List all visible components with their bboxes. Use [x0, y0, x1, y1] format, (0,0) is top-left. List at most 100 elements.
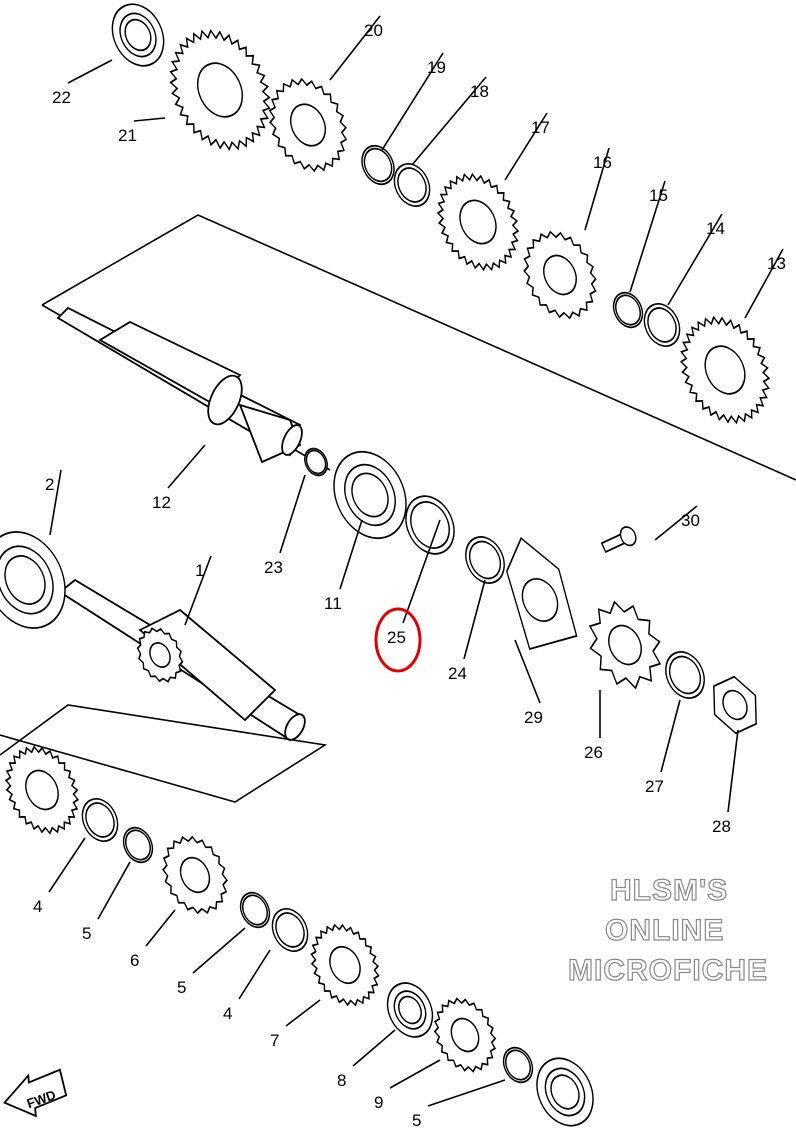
clip-part [122, 826, 154, 864]
leader-line [167, 444, 206, 489]
leader-line [184, 555, 212, 626]
bearing-part [536, 1057, 594, 1127]
leader-line [389, 1059, 441, 1089]
drive-axle-shaft [58, 578, 306, 742]
leader-line [427, 1079, 506, 1107]
clip-part [612, 291, 644, 329]
gear-part [136, 627, 184, 683]
gear-part [169, 28, 271, 152]
part-callout[interactable]: 5 [412, 1111, 421, 1128]
part-callout[interactable]: 6 [130, 951, 139, 970]
ring-part [465, 536, 505, 584]
gear-part [523, 230, 597, 320]
part-callout[interactable]: 4 [223, 1004, 232, 1023]
leader-line [48, 837, 86, 893]
leader-line [352, 1029, 396, 1067]
watermark-line-3: MICROFICHE [568, 954, 768, 987]
part-callout[interactable]: 21 [118, 126, 137, 145]
part-callout[interactable]: 5 [82, 924, 91, 943]
part-callout[interactable]: 8 [337, 1071, 346, 1090]
fwd-arrow: FWD [3, 1068, 68, 1118]
bearing-part [386, 982, 434, 1038]
bearing-part [0, 531, 66, 629]
leader-line [145, 909, 176, 947]
leader-line [654, 505, 698, 541]
leader-line [584, 147, 610, 231]
leader-line [285, 999, 321, 1027]
bracket-part [506, 536, 578, 650]
gear-part [436, 172, 520, 272]
leader-line [133, 117, 166, 122]
part-callout[interactable]: 5 [177, 978, 186, 997]
part-callout[interactable]: 1 [195, 561, 204, 580]
watermark-line-1: HLSM'S [610, 874, 728, 907]
part-callout[interactable]: 23 [264, 558, 283, 577]
oring-part [304, 447, 328, 477]
part-callout[interactable]: 27 [645, 777, 664, 796]
bolt-part [600, 526, 637, 554]
part-callout[interactable]: 22 [52, 88, 71, 107]
nut-part [713, 675, 757, 735]
gear-part [162, 835, 228, 915]
leader-line [667, 213, 723, 306]
main-axle-shaft [56, 306, 303, 464]
leader-line [660, 699, 681, 773]
leader-line [329, 15, 381, 81]
main-axle-frame [41, 214, 796, 481]
leader-line [192, 927, 246, 974]
ring-part [393, 163, 431, 207]
part-callout[interactable]: 18 [470, 82, 489, 101]
watermark-line-2: ONLINE [605, 914, 724, 947]
part-callout[interactable]: 9 [374, 1093, 383, 1112]
part-callout[interactable]: 16 [593, 153, 612, 172]
clip-part [239, 891, 271, 929]
part-callout[interactable]: 11 [324, 594, 342, 613]
part-callout[interactable]: 7 [270, 1031, 279, 1050]
leader-line [629, 180, 666, 293]
ring-part [271, 908, 309, 952]
bearing-part [333, 450, 407, 540]
leader-line [504, 112, 548, 181]
highlight-circle [374, 607, 422, 673]
leader-line [49, 469, 62, 536]
part-callout[interactable]: 19 [427, 58, 446, 77]
part-callout[interactable]: 12 [152, 493, 171, 512]
leader-line [279, 474, 306, 554]
part-callout[interactable]: 24 [448, 664, 467, 683]
part-callout[interactable]: 20 [364, 21, 383, 40]
ring-part [643, 303, 681, 347]
gear-part [679, 315, 771, 425]
part-callout[interactable]: 28 [712, 817, 731, 836]
sprocket-part [588, 600, 662, 690]
bearing-part [111, 3, 165, 67]
leader-line [744, 248, 784, 319]
clip-part [502, 1046, 534, 1084]
leader-line [402, 519, 441, 624]
leader-line [727, 729, 739, 813]
leader-line [97, 861, 131, 920]
leader-line [381, 52, 444, 151]
part-callout[interactable]: 13 [767, 254, 786, 273]
gear-part [310, 923, 380, 1007]
ring-part [81, 798, 119, 842]
gear-part [268, 77, 348, 173]
part-callout[interactable]: 2 [45, 475, 54, 494]
drive-axle-frame [0, 704, 328, 803]
leader-line [463, 579, 486, 660]
gear-part [4, 745, 80, 835]
part-callout[interactable]: 26 [584, 743, 603, 762]
part-callout[interactable]: 29 [524, 708, 543, 727]
part-callout[interactable]: 15 [649, 186, 668, 205]
leader-line [339, 519, 363, 590]
leader-line [411, 76, 487, 166]
clip-part [361, 144, 395, 186]
part-callout[interactable]: 17 [531, 118, 550, 137]
part-callout[interactable]: 30 [681, 511, 700, 530]
part-callout[interactable]: 4 [33, 897, 42, 916]
leader-line [238, 949, 271, 1000]
part-callout[interactable]: 25 [387, 628, 406, 647]
ring-part [665, 651, 705, 699]
watermark: HLSM'S ONLINE MICROFICHE [567, 873, 768, 987]
part-callout[interactable]: 14 [706, 219, 725, 238]
